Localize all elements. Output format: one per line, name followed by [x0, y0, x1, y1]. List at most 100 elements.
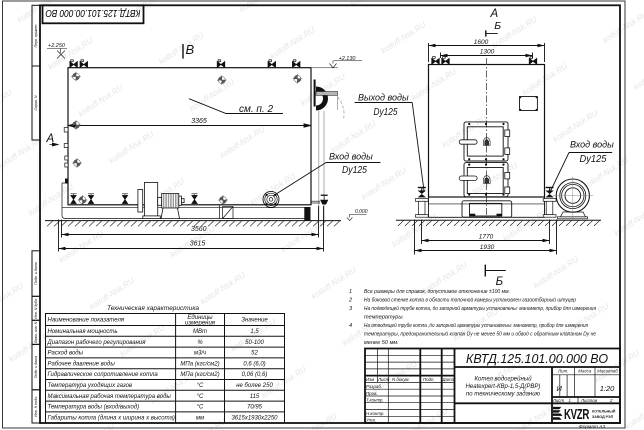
svg-text:Масса: Масса [578, 369, 592, 374]
svg-text:Dy125: Dy125 [342, 164, 367, 176]
svg-text:1770: 1770 [479, 234, 494, 241]
svg-text:МПа (кгс/см2): МПа (кгс/см2) [180, 372, 219, 378]
svg-text:Котел водогрейный: Котел водогрейный [474, 376, 532, 383]
svg-text:Техническая характеристика: Техническая характеристика [107, 305, 199, 312]
svg-text:Температура воды (вход/выход): Температура воды (вход/выход) [48, 405, 140, 411]
svg-text:Перв. примен.: Перв. примен. [34, 24, 38, 48]
svg-text:4: 4 [349, 323, 352, 329]
svg-text:°С: °С [197, 394, 204, 400]
svg-text:На отводящей трубе котла ,до з: На отводящей трубе котла ,до запорной ар… [364, 322, 588, 329]
svg-text:Масштаб: Масштаб [597, 369, 618, 374]
svg-text:1600: 1600 [474, 39, 489, 46]
svg-text:Утв.: Утв. [366, 418, 376, 423]
svg-text:МПа (кгс/см2): МПа (кгс/см2) [180, 361, 219, 367]
svg-text:На боковой стенке котла в обла: На боковой стенке котла в области топочн… [364, 297, 576, 304]
svg-text:А: А [490, 8, 499, 20]
svg-text:Наименование показателя: Наименование показателя [48, 318, 125, 324]
svg-text:Инв. N подл.: Инв. N подл. [34, 396, 38, 417]
svg-text:°С: °С [197, 383, 204, 389]
svg-text:не более 250: не более 250 [236, 383, 273, 389]
svg-text:Значение: Значение [241, 318, 268, 324]
svg-text:°С: °С [197, 405, 204, 411]
svg-text:1,5: 1,5 [250, 329, 259, 335]
svg-text:КВТД.125.101.00.000 ВО: КВТД.125.101.00.000 ВО [46, 7, 141, 19]
svg-text:Листов: Листов [580, 398, 598, 403]
svg-text:115: 115 [250, 394, 260, 400]
svg-text:см. п. 2: см. п. 2 [239, 104, 273, 115]
svg-text:0,06 (0,6): 0,06 (0,6) [242, 372, 268, 378]
svg-text:мм: мм [196, 415, 204, 421]
svg-text:50-100: 50-100 [245, 340, 264, 346]
svg-text:Подп.: Подп. [423, 377, 435, 382]
svg-text:На подводящей трубе котла, д: На подводящей трубе котла, до запорной а… [364, 305, 596, 312]
svg-text:Расход воды: Расход воды [48, 351, 84, 357]
svg-text:3615: 3615 [190, 240, 206, 247]
svg-text:Диапазон рабочего регулировани: Диапазон рабочего регулирования [47, 340, 147, 346]
svg-text:Heatexpert-КВр-1,5-Д(РВР): Heatexpert-КВр-1,5-Д(РВР) [466, 384, 541, 390]
svg-text:ЗАВОД РЭП: ЗАВОД РЭП [592, 415, 614, 419]
svg-text:70/95: 70/95 [247, 405, 263, 411]
svg-text:измерения: измерения [185, 321, 216, 327]
svg-text:Номинальная мощность: Номинальная мощность [48, 329, 118, 335]
svg-text:Формат А3: Формат А3 [579, 424, 606, 430]
svg-text:КОТЕЛЬНЫЙ: КОТЕЛЬНЫЙ [592, 410, 616, 414]
svg-text:%: % [197, 340, 203, 346]
svg-text:Единицы: Единицы [187, 315, 213, 321]
svg-text:52: 52 [251, 351, 258, 357]
svg-text:2: 2 [609, 398, 613, 403]
svg-text:Лист: Лист [377, 377, 390, 382]
svg-text:Взам. инв. N: Взам. инв. N [34, 321, 38, 342]
svg-text:Габариты котла (длина х ширина: Габариты котла (длина х ширина х высота) [48, 415, 175, 421]
svg-text:Б: Б [494, 20, 501, 32]
svg-text:МВт: МВт [193, 329, 207, 335]
svg-text:Инв. N дубл.: Инв. N дубл. [34, 298, 38, 319]
svg-text:0,6 (6,0): 0,6 (6,0) [243, 361, 265, 367]
svg-text:Dy125: Dy125 [580, 153, 607, 165]
svg-text:температуры, предохранительный: температуры, предохранительный клапан Dу… [364, 331, 596, 338]
svg-text:Температура уходящих газов: Температура уходящих газов [48, 383, 133, 389]
svg-text:Подп. и дата: Подп. и дата [34, 356, 38, 379]
svg-text:м3/ч: м3/ч [194, 351, 206, 357]
svg-text:Т.контр.: Т.контр. [366, 398, 384, 403]
svg-text:Вход воды: Вход воды [570, 140, 614, 150]
svg-text:Dy125: Dy125 [374, 106, 398, 118]
svg-text:0.000: 0.000 [355, 209, 368, 215]
svg-text:Н.контр.: Н.контр. [366, 411, 385, 416]
svg-text:А: А [46, 133, 55, 145]
svg-text:Б: Б [496, 276, 504, 288]
svg-text:И: И [557, 384, 563, 393]
svg-text:Гидравлическое сопротивление к: Гидравлическое сопротивление котла [48, 372, 159, 378]
svg-text:Справ. N: Справ. N [34, 95, 38, 110]
svg-text:3365: 3365 [191, 118, 207, 125]
svg-text:3560: 3560 [191, 226, 207, 233]
svg-text:КВТД.125.101.00.000 ВО: КВТД.125.101.00.000 ВО [466, 351, 608, 366]
svg-text:+2.250: +2.250 [48, 43, 66, 49]
svg-text:Подп. и дата: Подп. и дата [34, 262, 38, 285]
svg-text:3615х1930х2250: 3615х1930х2250 [231, 415, 278, 421]
svg-text:менее 50 мм.: менее 50 мм. [364, 340, 399, 346]
svg-text:Выход воды: Выход воды [358, 93, 409, 103]
svg-text:3: 3 [349, 306, 353, 312]
svg-text:по техническому заданию: по техническому заданию [466, 392, 541, 398]
svg-text:1930: 1930 [480, 244, 495, 251]
svg-text:+2.130: +2.130 [339, 56, 357, 62]
svg-text:Лит.: Лит. [557, 369, 568, 374]
svg-text:N докум.: N докум. [392, 377, 410, 382]
svg-text:Лист: Лист [552, 398, 565, 403]
svg-text:2: 2 [348, 298, 353, 304]
svg-text:1: 1 [349, 289, 352, 295]
svg-text:Разраб.: Разраб. [366, 384, 382, 389]
svg-text:В: В [186, 42, 195, 57]
svg-text:Все размеры для справок, допус: Все размеры для справок, допустимое откл… [364, 289, 510, 295]
svg-text:Изм: Изм [366, 377, 374, 382]
svg-text:KVZR: KVZR [564, 406, 589, 423]
svg-text:1: 1 [569, 398, 572, 403]
svg-text:Максимальная рабочая температу: Максимальная рабочая температура воды [48, 394, 172, 400]
svg-text:1:20: 1:20 [600, 384, 615, 393]
svg-text:1300: 1300 [480, 49, 495, 56]
svg-text:Пров.: Пров. [366, 391, 378, 396]
svg-text:Рабочее давление воды: Рабочее давление воды [48, 361, 116, 367]
svg-text:Вход воды: Вход воды [329, 151, 373, 161]
svg-text:температуры.: температуры. [364, 315, 404, 321]
svg-text:Дата: Дата [442, 377, 455, 382]
